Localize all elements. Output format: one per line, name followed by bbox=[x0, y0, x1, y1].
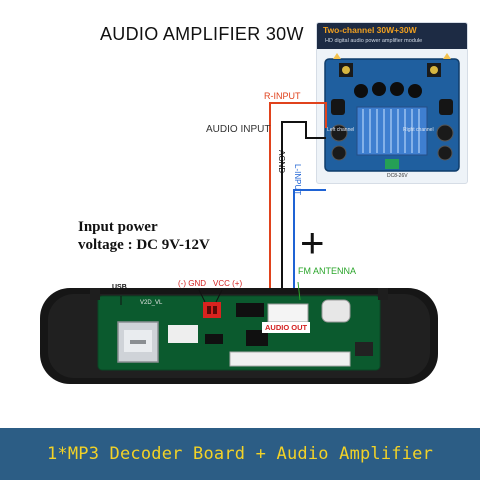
input-power-line2: voltage : DC 9V-12V bbox=[78, 237, 210, 253]
amplifier-board-graphic bbox=[324, 53, 460, 172]
amp-banner-title: Two-channel 30W+30W bbox=[323, 25, 417, 35]
left-channel-label: Left channel bbox=[327, 127, 355, 133]
power-label: DC8-26V bbox=[387, 173, 408, 179]
input-power-line1: Input power bbox=[78, 219, 158, 235]
audio-input-label: AUDIO INPUT bbox=[206, 124, 271, 135]
plus-sign: + bbox=[300, 219, 325, 266]
r-input-label: R-INPUT bbox=[264, 91, 301, 101]
vcc-label: VCC (+) bbox=[213, 279, 243, 288]
footer-bar: 1*MP3 Decoder Board + Audio Amplifier bbox=[0, 428, 480, 480]
audio-out-label: AUDIO OUT bbox=[262, 322, 311, 333]
page-title: AUDIO AMPLIFIER 30W bbox=[100, 24, 304, 44]
usb-label: USB bbox=[112, 284, 127, 291]
gnd-label: (-) GND bbox=[178, 279, 206, 288]
amp-banner: Two-channel 30W+30W HD digital audio pow… bbox=[317, 23, 467, 49]
amp-banner-subtitle: HD digital audio power amplifier module bbox=[325, 38, 423, 44]
pcb-silkscreen-text: V2D_VL bbox=[140, 300, 163, 306]
input-power-text: Input power voltage : DC 9V-12V bbox=[78, 218, 210, 254]
amplifier-module-image: Two-channel 30W+30W HD digital audio pow… bbox=[316, 22, 468, 184]
footer-text: 1*MP3 Decoder Board + Audio Amplifier bbox=[46, 444, 434, 464]
fm-antenna-label: FM ANTENNA bbox=[298, 266, 357, 276]
right-channel-label: Right channel bbox=[403, 127, 434, 133]
